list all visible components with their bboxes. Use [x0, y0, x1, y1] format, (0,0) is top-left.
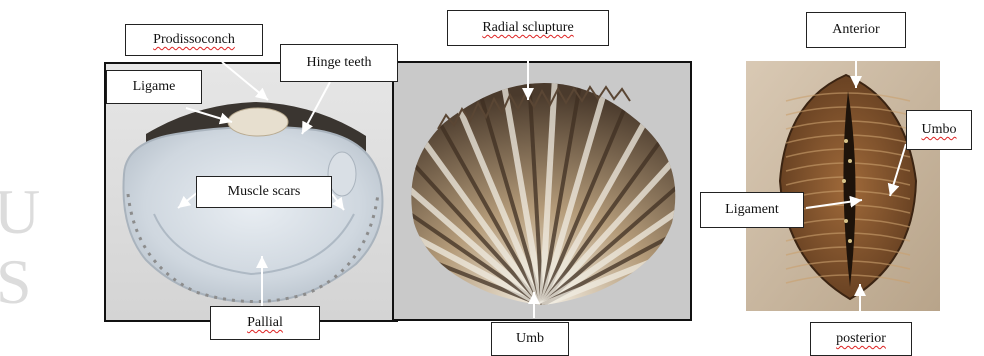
label-umbo-middle-text: Umb: [516, 331, 544, 347]
label-posterior-text: posterior: [836, 331, 886, 347]
label-posterior: posterior: [810, 322, 912, 356]
watermark-letter-s: S: [0, 250, 32, 314]
label-ligament-right-text: Ligament: [725, 202, 779, 218]
label-ligament-right: Ligament: [700, 192, 804, 228]
middle-panel-frame: [392, 61, 692, 321]
label-radial-sculpture-text: Radial sclupture: [482, 20, 573, 36]
label-anterior: Anterior: [806, 12, 906, 48]
label-ligament-left-text: Ligame: [133, 79, 176, 95]
label-muscle-scars-text: Muscle scars: [228, 184, 301, 200]
label-muscle-scars: Muscle scars: [196, 176, 332, 208]
watermark-letter-u: U: [0, 180, 40, 244]
label-hinge-teeth-text: Hinge teeth: [307, 55, 372, 71]
label-anterior-text: Anterior: [832, 22, 879, 38]
label-pallial: Pallial: [210, 306, 320, 340]
shell-dorsal-photo: [746, 61, 940, 311]
label-ligament-left: Ligame: [106, 70, 202, 104]
label-prodissoconch-text: Prodissoconch: [153, 32, 235, 48]
label-radial-sculpture: Radial sclupture: [447, 10, 609, 46]
label-prodissoconch: Prodissoconch: [125, 24, 263, 56]
label-umbo-middle: Umb: [491, 322, 569, 356]
label-pallial-text: Pallial: [247, 315, 283, 331]
label-hinge-teeth: Hinge teeth: [280, 44, 398, 82]
label-umbo-right: Umbo: [906, 110, 972, 150]
label-umbo-right-text: Umbo: [922, 122, 957, 138]
